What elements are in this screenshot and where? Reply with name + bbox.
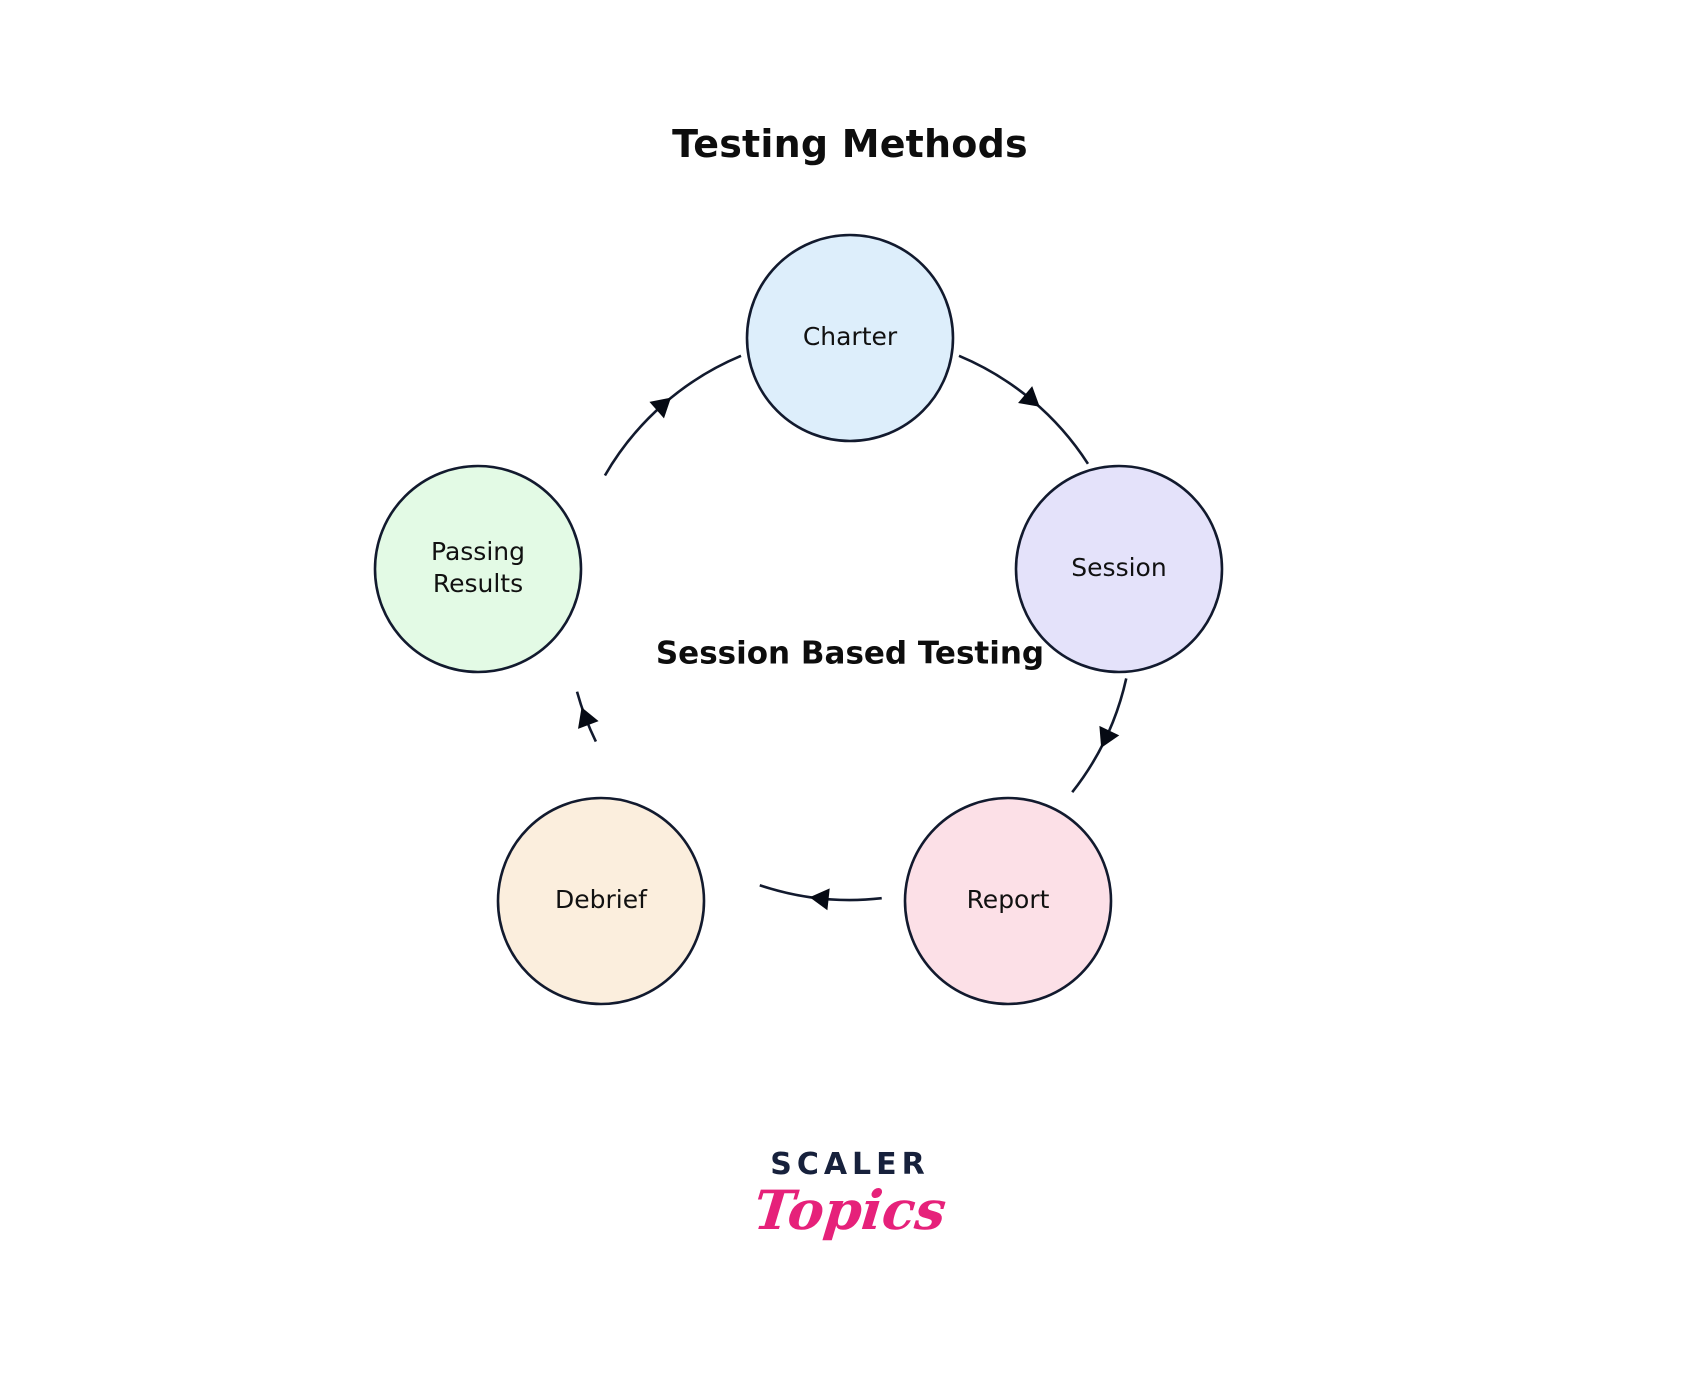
arrowhead-session-to-report bbox=[1099, 725, 1120, 748]
logo-product-text: Topics bbox=[750, 1178, 950, 1242]
cycle-node-charter[interactable]: Charter bbox=[745, 233, 955, 443]
node-shape-passing-results[interactable] bbox=[373, 464, 583, 674]
node-label-report: Report bbox=[967, 885, 1050, 914]
cycle-center-label: Session Based Testing bbox=[656, 636, 1044, 672]
arrowhead-passing-results-to-charter bbox=[649, 397, 671, 419]
cycle-node-debrief[interactable]: Debrief bbox=[496, 796, 706, 1006]
edge-layer bbox=[575, 354, 1128, 911]
scaler-topics-logo: SCALER Topics bbox=[0, 1147, 1700, 1243]
node-label-charter: Charter bbox=[803, 322, 898, 351]
page-title: Testing Methods bbox=[672, 122, 1028, 166]
node-label-debrief: Debrief bbox=[555, 885, 648, 914]
node-label-passing-results: Passing bbox=[431, 537, 525, 566]
cycle-node-report[interactable]: Report bbox=[903, 796, 1113, 1006]
node-label-passing-results: Results bbox=[433, 569, 523, 598]
arrowhead-charter-to-session bbox=[1018, 386, 1040, 407]
cycle-node-session[interactable]: Session bbox=[1014, 464, 1224, 674]
node-shape-report[interactable] bbox=[903, 796, 1113, 1006]
connector-passing-results-to-charter bbox=[603, 354, 742, 477]
arrowhead-debrief-to-passing-results bbox=[578, 707, 599, 729]
node-shape-debrief[interactable] bbox=[496, 796, 706, 1006]
logo-brand-text: SCALER bbox=[770, 1147, 930, 1182]
connector-charter-to-session bbox=[958, 354, 1090, 465]
node-shape-charter[interactable] bbox=[745, 233, 955, 443]
node-label-session: Session bbox=[1071, 553, 1166, 582]
node-shape-session[interactable] bbox=[1014, 464, 1224, 674]
arrowhead-report-to-debrief bbox=[809, 888, 830, 911]
